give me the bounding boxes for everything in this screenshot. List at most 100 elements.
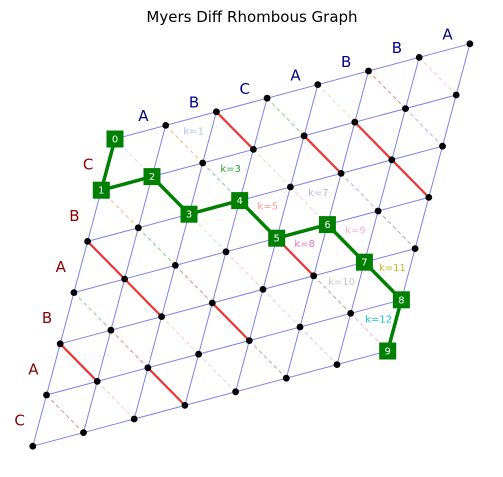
- grid-node: [411, 245, 419, 253]
- match-diagonal: [215, 111, 255, 151]
- path-node: [231, 192, 249, 210]
- diagonal-guide: [377, 210, 416, 249]
- k-label: k=11: [379, 263, 406, 274]
- sequence-a-label: A: [442, 26, 453, 44]
- diagonal-guide: [317, 84, 356, 123]
- diagonal-guide: [225, 251, 264, 290]
- grid-node: [259, 286, 267, 293]
- grid-node: [296, 323, 304, 331]
- diagonal-guide: [266, 97, 305, 137]
- match-diagonals: [59, 111, 430, 407]
- diagonal-guide: [174, 265, 213, 304]
- grid-edge: [32, 350, 388, 447]
- grid-node: [439, 142, 446, 150]
- path-node: [92, 181, 110, 199]
- grid-node: [130, 415, 138, 423]
- grid-edge: [73, 196, 429, 294]
- grid-node: [287, 183, 294, 191]
- diagram-title: Myers Diff Rhombous Graph: [146, 8, 357, 26]
- edit-path-line: [99, 138, 404, 352]
- sequence-b-label: A: [28, 360, 39, 378]
- sequence-a-label: B: [392, 39, 402, 57]
- grid-node: [43, 391, 50, 399]
- path-node-label: 4: [237, 196, 243, 207]
- match-diagonal: [86, 240, 126, 280]
- k-labels: k=1k=3k=5k=7k=8k=9k=10k=11k=12: [183, 126, 405, 325]
- grid-node: [263, 94, 271, 102]
- k-label: k=1: [183, 126, 204, 137]
- diagonal-guide: [46, 394, 84, 433]
- edit-path: [99, 138, 404, 352]
- sequence-b-label: C: [83, 156, 93, 174]
- path-node-label: 3: [186, 210, 192, 221]
- grid-node: [310, 272, 318, 280]
- path-node: [379, 342, 397, 360]
- grid-node: [107, 326, 115, 334]
- diagonal-guide: [418, 57, 457, 96]
- grid-node: [195, 350, 203, 358]
- grid-node: [452, 91, 460, 99]
- path-node-label: 9: [385, 347, 391, 358]
- grid-node: [388, 156, 396, 164]
- grid-node: [208, 299, 216, 307]
- sequence-a-label: B: [341, 53, 351, 71]
- grid-node: [245, 337, 253, 344]
- diagonal-guide: [262, 289, 301, 328]
- grid-node: [415, 54, 423, 61]
- grid-edge: [114, 43, 471, 140]
- sequence-b-label: A: [56, 258, 67, 276]
- path-node: [355, 253, 373, 271]
- path-node-label: 8: [398, 295, 404, 306]
- grid-node: [314, 81, 322, 88]
- k-label: k=8: [294, 239, 315, 250]
- match-diagonal: [123, 278, 163, 318]
- diagonal-guide: [340, 173, 379, 212]
- match-diagonal: [147, 367, 186, 407]
- grid-node: [282, 374, 290, 382]
- grid-node: [144, 364, 152, 372]
- diagonal-guide: [110, 329, 149, 369]
- diagonal-guide: [313, 275, 352, 314]
- grid-node: [337, 170, 345, 177]
- grid-node: [466, 40, 474, 48]
- grid-node: [222, 248, 230, 256]
- grid-node: [213, 108, 220, 116]
- path-node-label: 6: [324, 220, 330, 231]
- diagonal-guide: [368, 70, 406, 109]
- k-label: k=10: [328, 277, 355, 288]
- grid-node: [70, 289, 78, 296]
- grid-node: [80, 429, 87, 436]
- path-node: [106, 130, 124, 148]
- grid-node: [250, 146, 257, 153]
- diagonal-guide: [248, 340, 287, 379]
- path-node-label: 1: [98, 186, 104, 197]
- diagonal-guide: [73, 292, 112, 331]
- grid-node: [425, 194, 433, 201]
- grid-edge: [46, 299, 402, 396]
- diagonal-guide: [405, 108, 443, 147]
- k-label: k=12: [365, 314, 392, 325]
- path-node-label: 0: [112, 135, 118, 146]
- diagonal-guide: [299, 326, 338, 365]
- grid-node: [56, 340, 64, 348]
- k-label: k=7: [308, 188, 329, 199]
- path-node-label: 5: [274, 234, 280, 245]
- grid-node: [158, 313, 166, 320]
- match-diagonal: [354, 121, 393, 161]
- diagonal-guide: [161, 316, 199, 355]
- diagonal-guide: [165, 125, 204, 164]
- grid-node: [93, 378, 101, 385]
- grid-node: [232, 388, 240, 396]
- grid-edges: [32, 43, 471, 447]
- grid-node: [402, 105, 409, 112]
- grid-node: [134, 224, 142, 232]
- path-node-label: 2: [149, 172, 155, 183]
- path-node: [180, 205, 198, 223]
- diagonal-guide: [253, 149, 291, 188]
- k-label: k=5: [257, 202, 278, 213]
- sequence-a-label: B: [189, 94, 199, 112]
- grid-node: [121, 275, 128, 283]
